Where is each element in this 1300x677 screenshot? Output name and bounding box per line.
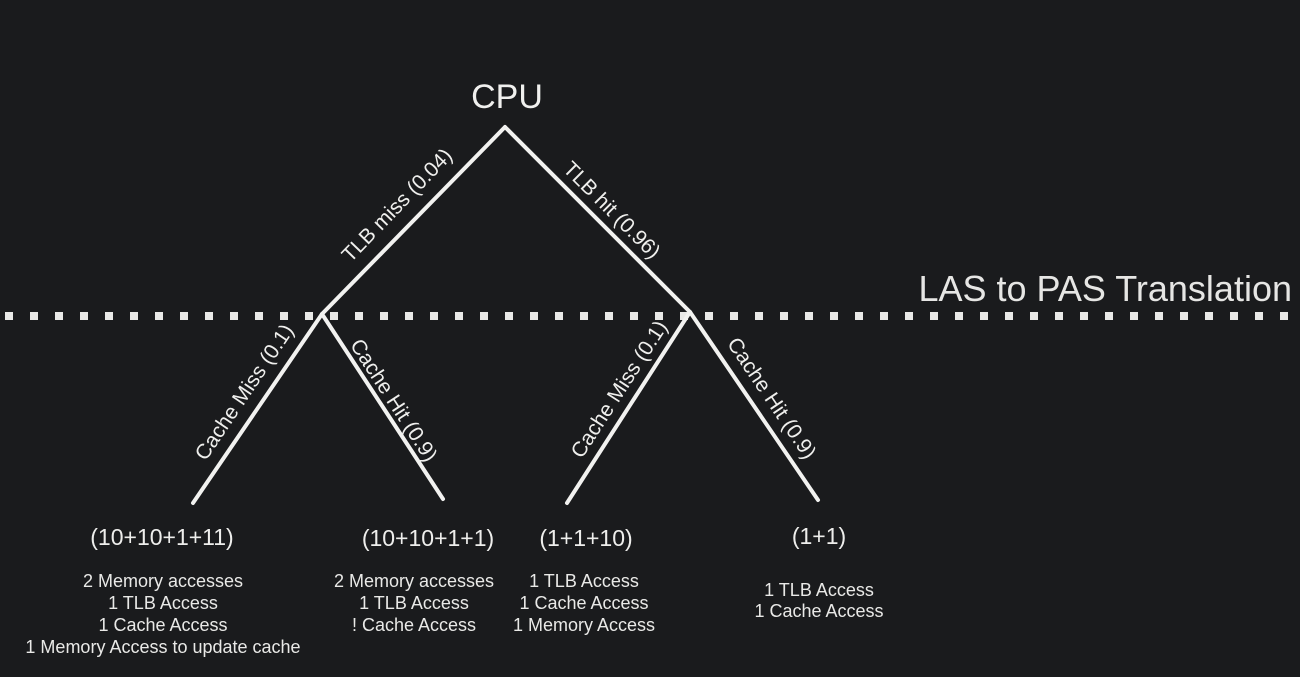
edge-left-cache-miss xyxy=(191,312,324,505)
edge-label-right-cache-miss: Cache Miss (0.1) xyxy=(567,317,673,463)
leaf-detail: 1 Cache Access xyxy=(98,615,227,635)
leaf-detail: 1 Memory Access xyxy=(513,615,655,635)
leaf-detail: 1 TLB Access xyxy=(529,571,639,591)
leaf-detail: 2 Memory accesses xyxy=(334,571,494,591)
leaf-detail: 1 TLB Access xyxy=(108,593,218,613)
edge-label-tlb-miss: TLB miss (0.04) xyxy=(338,144,457,267)
leaf-cost: (1+1) xyxy=(792,523,846,549)
leaf-detail: 1 TLB Access xyxy=(764,580,874,600)
leaf-detail: 1 Memory Access to update cache xyxy=(25,637,300,657)
edge-right-cache-hit xyxy=(688,310,820,502)
edge-right-cache-miss xyxy=(565,310,692,505)
edge-label-right-cache-hit: Cache Hit (0.9) xyxy=(722,333,820,463)
leaf-cost: (10+10+1+1) xyxy=(362,525,494,551)
leaf-tlb-hit-cache-hit: (1+1) 1 TLB Access 1 Cache Access xyxy=(754,523,883,621)
edge-labels: TLB miss (0.04) TLB hit (0.96) Cache Mis… xyxy=(191,144,821,466)
tree-edges xyxy=(191,125,820,505)
edge-tlb-miss xyxy=(320,125,507,316)
edge-left-cache-hit xyxy=(320,312,445,501)
leaf-detail: 1 Cache Access xyxy=(519,593,648,613)
leaf-cost: (10+10+1+11) xyxy=(90,524,233,550)
leaf-cost: (1+1+10) xyxy=(539,525,632,551)
edge-label-tlb-hit: TLB hit (0.96) xyxy=(558,157,664,263)
edge-label-left-cache-hit: Cache Hit (0.9) xyxy=(345,335,441,466)
edge-label-left-cache-miss: Cache Miss (0.1) xyxy=(191,320,299,464)
divider-label: LAS to PAS Translation xyxy=(918,268,1292,309)
leaf-detail: 2 Memory accesses xyxy=(83,571,243,591)
leaf-detail: 1 TLB Access xyxy=(359,593,469,613)
leaf-tlb-miss-cache-hit: (10+10+1+1) 2 Memory accesses 1 TLB Acce… xyxy=(334,525,494,635)
leaf-tlb-hit-cache-miss: (1+1+10) 1 TLB Access 1 Cache Access 1 M… xyxy=(513,525,655,635)
leaf-detail: ! Cache Access xyxy=(352,615,476,635)
leaf-tlb-miss-cache-miss: (10+10+1+11) 2 Memory accesses 1 TLB Acc… xyxy=(25,524,300,657)
edge-tlb-hit xyxy=(503,125,692,314)
leaf-detail: 1 Cache Access xyxy=(754,601,883,621)
root-node-label: CPU xyxy=(471,78,543,116)
